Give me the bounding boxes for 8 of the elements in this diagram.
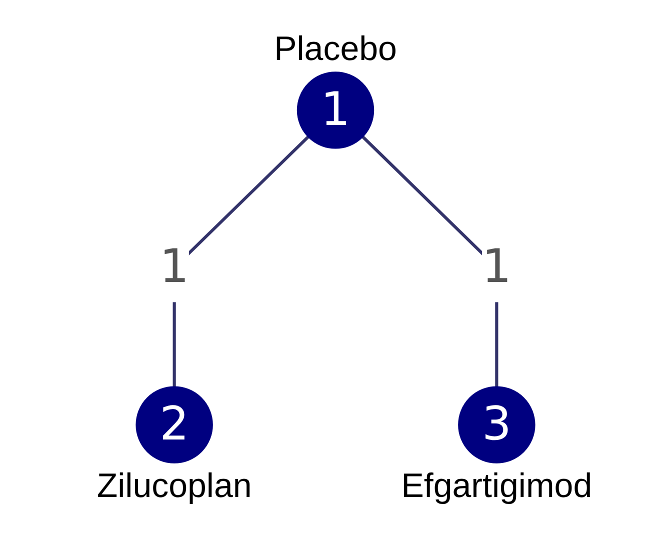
- node-circle: 1: [296, 72, 374, 149]
- node-circle: 2: [136, 386, 213, 464]
- node-caption: Placebo: [274, 30, 397, 70]
- node-circle: 3: [458, 386, 536, 464]
- edge-label: 1: [482, 240, 512, 294]
- edge-label: 1: [160, 240, 190, 294]
- node-caption: Efgartigimod: [401, 466, 592, 506]
- node-caption: Zilucoplan: [96, 466, 252, 506]
